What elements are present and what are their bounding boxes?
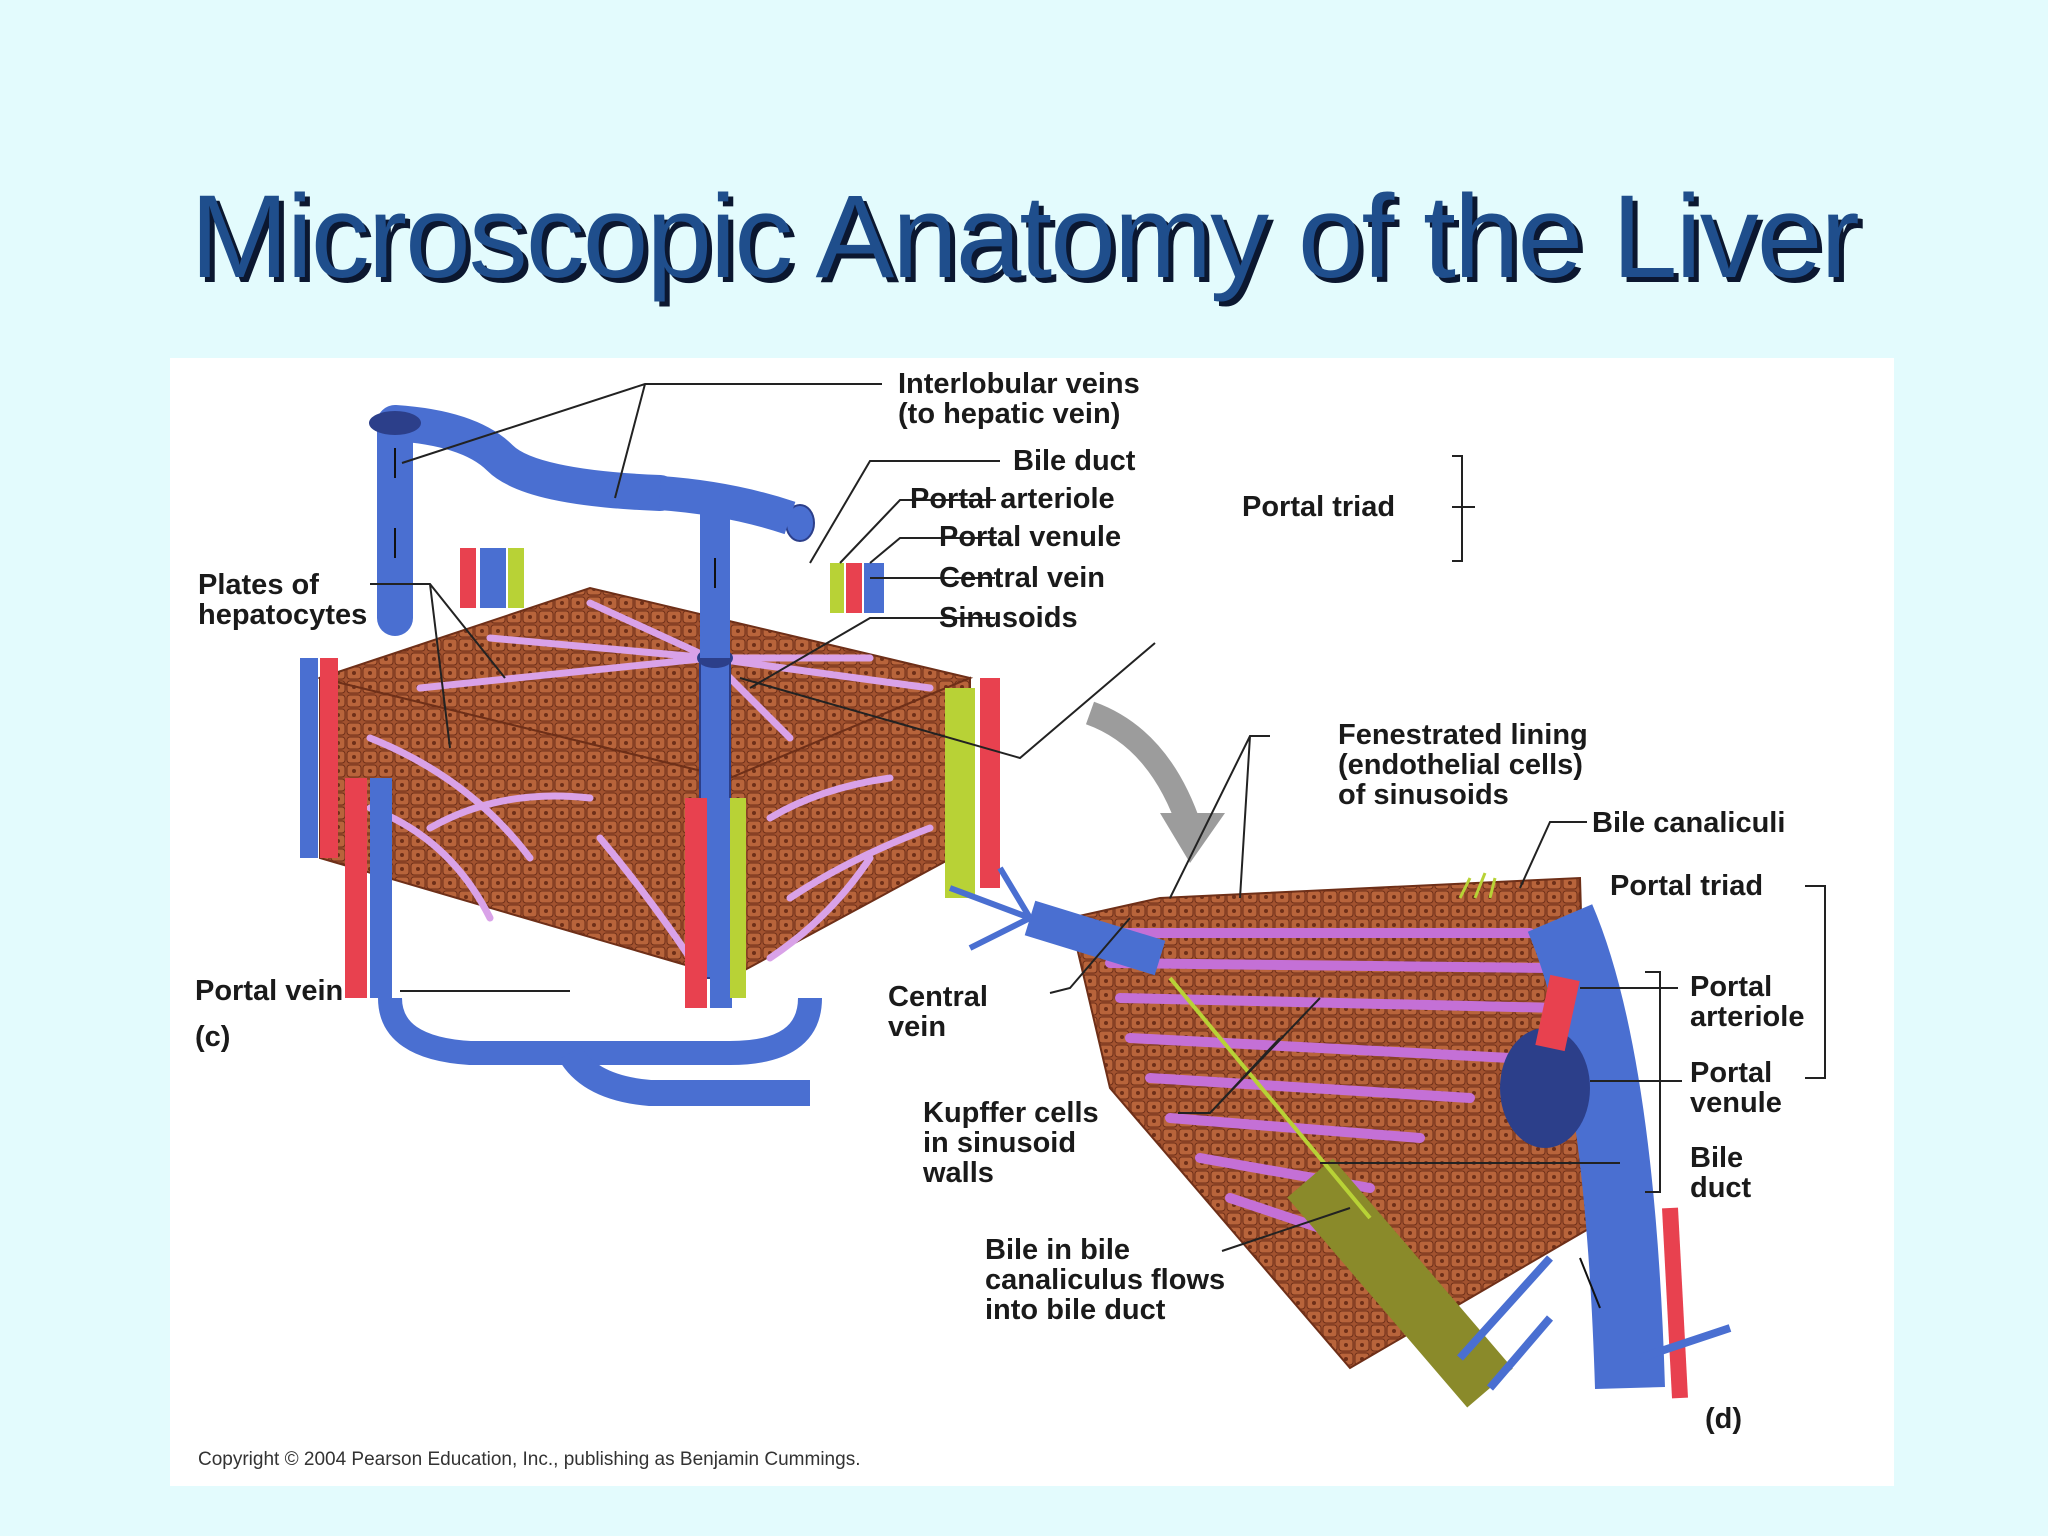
label-portal-arteriole-c: Portal arteriole [910, 483, 1115, 515]
label-plates-of-hepatocytes: Plates of hepatocytes [198, 569, 367, 631]
transition-arrow [1085, 701, 1202, 832]
liver-diagram: Interlobular veins (to hepatic vein) Bil… [195, 368, 1826, 1470]
label-bile-duct-c: Bile duct [1013, 445, 1136, 477]
portal-venule-d [1527, 904, 1665, 1390]
label-portal-venule-c: Portal venule [939, 521, 1121, 553]
panel-label-c: (c) [195, 1021, 230, 1053]
label-sinusoids-c: Sinusoids [939, 602, 1078, 634]
label-interlobular-veins: Interlobular veins (to hepatic vein) [898, 368, 1148, 430]
label-kupffer-cells: Kupffer cells in sinusoid walls [922, 1097, 1107, 1189]
label-bile-duct-d: Bile duct [1690, 1142, 1752, 1204]
portal-triads-c [300, 548, 1000, 1008]
central-vein-d [1024, 900, 1166, 976]
bile-canaliculi-d [1458, 872, 1497, 899]
label-portal-triad-c: Portal triad [1242, 491, 1395, 523]
label-portal-triad-d: Portal triad [1610, 870, 1763, 902]
copyright-notice: Copyright © 2004 Pearson Education, Inc.… [198, 1449, 860, 1470]
lobule-block [316, 586, 974, 980]
label-fenestrated-lining: Fenestrated lining (endothelial cells) o… [1338, 719, 1596, 811]
portal-arteriole-d [1535, 974, 1580, 1052]
slide-title: Microscopic Anatomy of the Liver [190, 171, 1859, 303]
label-portal-vein: Portal vein [195, 975, 343, 1007]
sinusoid-wedge [948, 866, 1732, 1408]
interlobular-veins [369, 405, 815, 658]
label-central-vein-d: Central vein [888, 981, 996, 1043]
sinusoid-network [366, 599, 934, 962]
liver-figure: Interlobular veins (to hepatic vein) Bil… [170, 358, 1894, 1486]
label-bile-canaliculi: Bile canaliculi [1592, 807, 1785, 839]
portal-vein-c [378, 997, 822, 1106]
label-portal-venule-d: Portal venule [1690, 1057, 1782, 1119]
leader-lines [370, 383, 1826, 1252]
label-central-vein-c: Central vein [939, 562, 1105, 594]
panel-label-d: (d) [1705, 1403, 1742, 1435]
label-bile-flow: Bile in bile canaliculus flows into bile… [985, 1234, 1233, 1326]
label-portal-arteriole-d: Portal arteriole [1690, 971, 1804, 1033]
